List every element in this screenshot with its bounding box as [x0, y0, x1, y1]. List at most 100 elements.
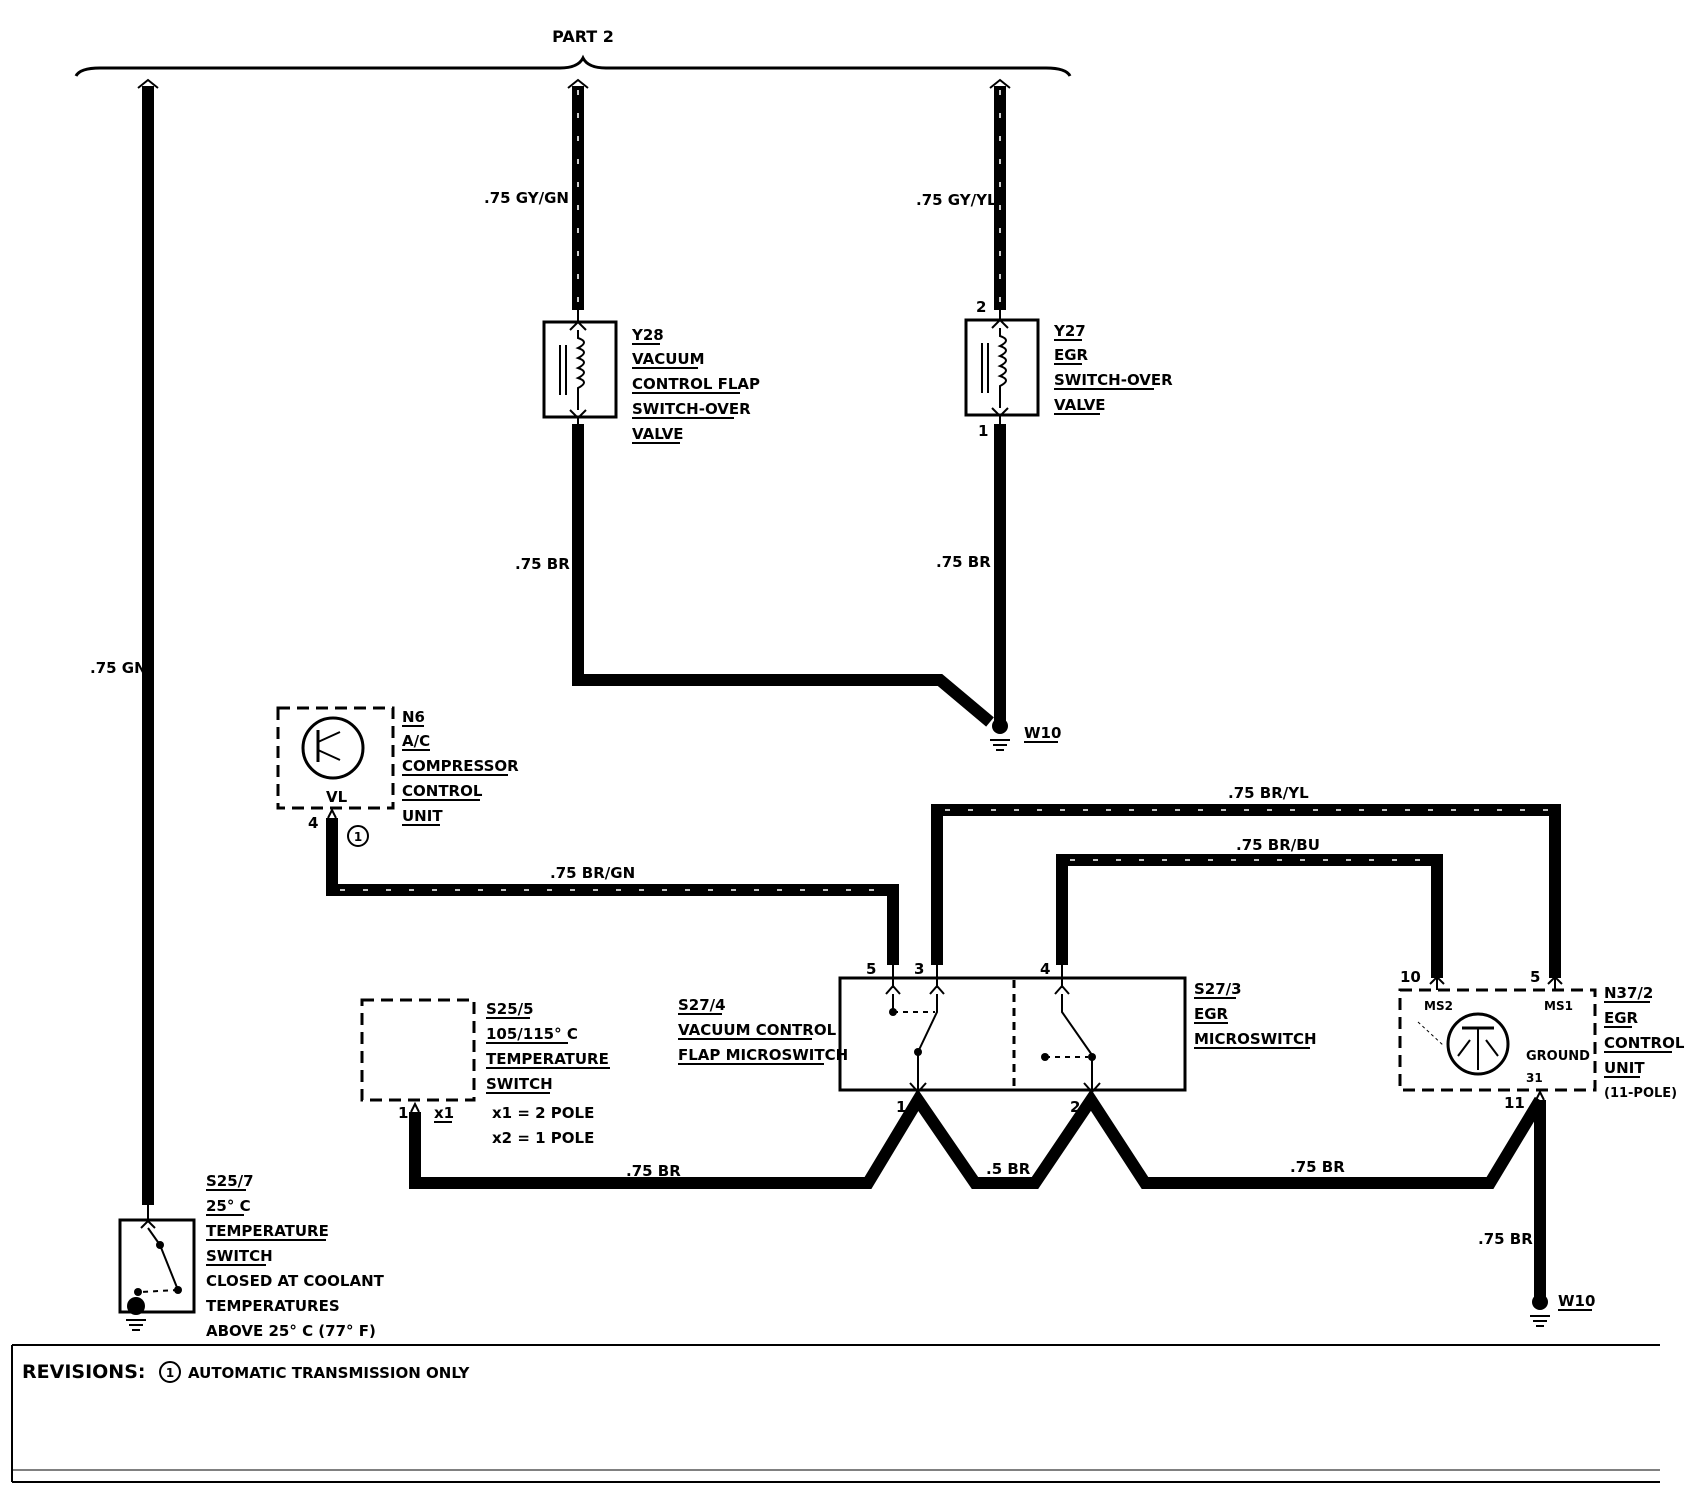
svg-text:CONTROL: CONTROL — [402, 782, 483, 800]
part-title: PART 2 — [552, 27, 614, 46]
svg-text:VACUUM: VACUUM — [632, 350, 705, 368]
svg-text:1: 1 — [166, 1366, 174, 1380]
n37-2-label: N37/2 EGR CONTROL UNIT (11-POLE) — [1604, 984, 1685, 1101]
wire-br-yl — [931, 804, 1561, 978]
n37-2-inner-ms2: MS2 — [1424, 999, 1453, 1013]
svg-text:Y28: Y28 — [631, 326, 664, 344]
s27-3-label: S27/3 EGR MICROSWITCH — [1194, 980, 1317, 1049]
wire-label-gy-yl: .75 GY/YL — [916, 191, 997, 209]
s27-4-pin-1: 1 — [896, 1098, 906, 1116]
svg-text:N37/2: N37/2 — [1604, 984, 1653, 1002]
n6-label: N6 A/C COMPRESSOR CONTROL UNIT — [402, 708, 519, 826]
svg-text:S27/4: S27/4 — [678, 996, 726, 1014]
wire-gn — [137, 78, 159, 1205]
svg-text:FLAP MICROSWITCH: FLAP MICROSWITCH — [678, 1046, 848, 1064]
n37-2-pin-11: 11 — [1504, 1094, 1525, 1112]
svg-text:SWITCH-OVER: SWITCH-OVER — [1054, 371, 1173, 389]
wire-label-br-s25: .75 BR — [626, 1162, 681, 1180]
s27-3-pin-2: 2 — [1070, 1098, 1080, 1116]
svg-text:A/C: A/C — [402, 732, 430, 750]
wire-label-br-y27: .75 BR — [936, 553, 991, 571]
svg-text:105/115° C: 105/115° C — [486, 1025, 578, 1043]
wire-label-br-y28: .75 BR — [515, 555, 570, 573]
s25-7-label: S25/7 25° C TEMPERATURE SWITCH CLOSED AT… — [206, 1172, 385, 1340]
svg-text:S25/5: S25/5 — [486, 1000, 534, 1018]
y27-pin-1: 1 — [978, 422, 988, 440]
s27-4-label: S27/4 VACUUM CONTROL FLAP MICROSWITCH — [678, 996, 848, 1065]
y28-label: Y28 VACUUM CONTROL FLAP SWITCH-OVER VALV… — [631, 326, 760, 444]
wire-label-gy-gn: .75 GY/GN — [484, 189, 569, 207]
n37-2-inner-ms1: MS1 — [1544, 999, 1573, 1013]
svg-text:S27/3: S27/3 — [1194, 980, 1242, 998]
svg-text:x1 = 2 POLE: x1 = 2 POLE — [492, 1104, 594, 1122]
n37-2-unit-symbol — [1398, 975, 1597, 1101]
svg-text:TEMPERATURE: TEMPERATURE — [486, 1050, 609, 1068]
revisions-heading: REVISIONS: — [22, 1361, 145, 1383]
svg-text:1: 1 — [354, 830, 362, 844]
y27-valve-symbol — [964, 310, 1040, 424]
svg-text:x2 = 1 POLE: x2 = 1 POLE — [492, 1129, 594, 1147]
svg-text:N6: N6 — [402, 708, 425, 726]
s25-7-switch-symbol — [118, 1205, 196, 1331]
revisions-panel — [11, 1344, 1660, 1483]
svg-text:ABOVE 25° C (77° F): ABOVE 25° C (77° F) — [206, 1322, 376, 1340]
svg-text:SWITCH: SWITCH — [486, 1075, 553, 1093]
svg-text:VALVE: VALVE — [1054, 396, 1106, 414]
s27-4-pin-5: 5 — [866, 960, 876, 978]
n6-pin-4: 4 — [308, 814, 318, 832]
wire-br-y28 — [572, 424, 994, 727]
svg-text:VALVE: VALVE — [632, 425, 684, 443]
ground-label-w10-bottom: W10 — [1558, 1292, 1595, 1310]
n37-2-inner-31: 31 — [1526, 1071, 1543, 1085]
n37-2-pin-10: 10 — [1400, 968, 1421, 986]
svg-text:TEMPERATURE: TEMPERATURE — [206, 1222, 329, 1240]
s25-5-pin-x1: x1 — [434, 1104, 454, 1122]
svg-text:EGR: EGR — [1604, 1009, 1639, 1027]
s25-5-switch-symbol — [360, 998, 476, 1113]
ground-label-w10-top: W10 — [1024, 724, 1061, 742]
svg-text:UNIT: UNIT — [1604, 1059, 1645, 1077]
svg-text:VACUUM CONTROL: VACUUM CONTROL — [678, 1021, 837, 1039]
wire-gy-gn — [567, 78, 589, 310]
wire-br-gn — [326, 818, 899, 965]
svg-text:MICROSWITCH: MICROSWITCH — [1194, 1030, 1317, 1048]
wire-br-bottom — [409, 1088, 1546, 1189]
svg-text:CLOSED AT COOLANT: CLOSED AT COOLANT — [206, 1272, 385, 1290]
svg-text:EGR: EGR — [1054, 346, 1089, 364]
ground-symbol-w10-bottom — [1530, 1294, 1550, 1327]
s25-5-pin-1: 1 — [398, 1104, 408, 1122]
s25-5-label: S25/5 105/115° C TEMPERATURE SWITCH x1 =… — [486, 1000, 610, 1147]
n37-2-pin-5: 5 — [1530, 968, 1540, 986]
wire-br-bu — [1056, 854, 1443, 978]
wire-label-gn: .75 GN — [90, 659, 147, 677]
wire-label-br-mid: .5 BR — [986, 1160, 1031, 1178]
svg-text:TEMPERATURES: TEMPERATURES — [206, 1297, 340, 1315]
revisions-mark: 1 — [159, 1361, 181, 1383]
svg-text:Y27: Y27 — [1053, 322, 1086, 340]
wire-label-br-gn: .75 BR/GN — [550, 864, 635, 882]
svg-text:SWITCH: SWITCH — [206, 1247, 273, 1265]
wire-label-br-right: .75 BR — [1290, 1158, 1345, 1176]
part-header: PART 2 — [74, 27, 1072, 77]
n37-2-inner-ground: GROUND — [1526, 1049, 1590, 1064]
n6-unit-symbol — [276, 706, 395, 819]
wire-gy-yl — [989, 78, 1011, 310]
wire-label-br-yl: .75 BR/YL — [1228, 784, 1309, 802]
svg-text:COMPRESSOR: COMPRESSOR — [402, 757, 519, 775]
s27-4-pin-3: 3 — [914, 960, 924, 978]
n6-inner-label: VL — [326, 788, 348, 806]
y27-pin-2: 2 — [976, 298, 986, 316]
n6-revision-mark: 1 — [347, 825, 369, 847]
svg-text:CONTROL FLAP: CONTROL FLAP — [632, 375, 760, 393]
svg-text:EGR: EGR — [1194, 1005, 1229, 1023]
y27-label: Y27 EGR SWITCH-OVER VALVE — [1053, 322, 1173, 415]
y28-valve-symbol — [542, 310, 618, 424]
wire-label-br-bu: .75 BR/BU — [1236, 836, 1320, 854]
svg-text:(11-POLE): (11-POLE) — [1604, 1086, 1677, 1101]
svg-text:SWITCH-OVER: SWITCH-OVER — [632, 400, 751, 418]
s27-3-pin-4: 4 — [1040, 960, 1050, 978]
svg-text:S25/7: S25/7 — [206, 1172, 254, 1190]
revisions-note: AUTOMATIC TRANSMISSION ONLY — [188, 1364, 471, 1382]
ground-symbol-w10-top — [990, 718, 1010, 751]
